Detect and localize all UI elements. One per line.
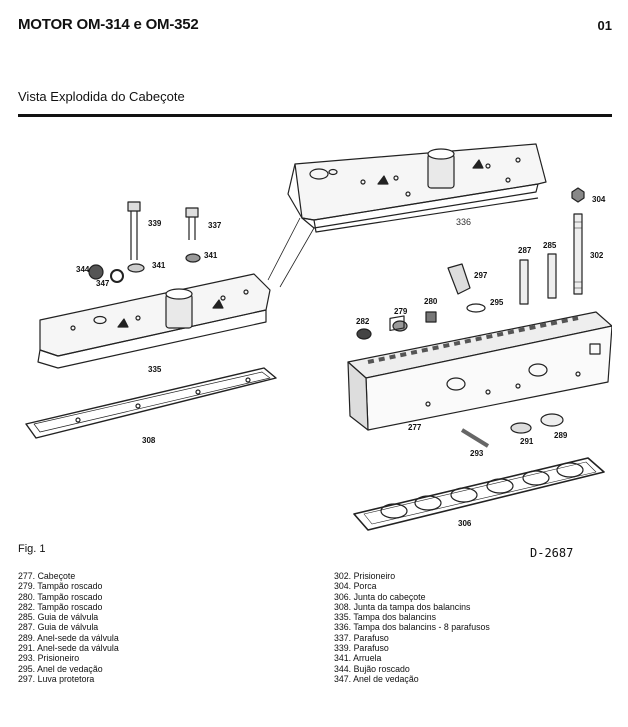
legend-item: 277. Cabeçote	[18, 571, 76, 581]
legend-item: 344. Bujão roscado	[334, 663, 410, 674]
callout-337: 337	[208, 221, 222, 230]
callout-287: 287	[518, 246, 532, 255]
callout-339: 339	[148, 219, 162, 228]
callout-306: 306	[458, 519, 472, 528]
legend-item: 339. Parafuso	[334, 643, 389, 654]
legend-item: 306. Junta do cabeçote	[334, 591, 426, 602]
head-gasket-306-drawing	[353, 457, 605, 531]
legend-item: 282. Tampão roscado	[18, 601, 103, 612]
callout-277: 277	[408, 423, 422, 432]
legend-item: 308. Junta da tampa dos balancins	[334, 601, 471, 612]
page-number: 01	[597, 18, 612, 33]
legend-item: 289. Anel-sede da válvula	[18, 632, 119, 643]
legend-item: 293. Prisioneiro	[18, 653, 80, 664]
callout-341: 341	[152, 261, 166, 270]
bolt-339-drawing	[127, 201, 145, 273]
stud-302-drawing	[571, 187, 585, 295]
callout-295: 295	[490, 298, 504, 307]
bolt-337-drawing	[185, 207, 201, 263]
legend-item: 304. Porca	[334, 581, 377, 592]
section-subtitle: Vista Explodida do Cabeçote	[18, 89, 185, 104]
legend-item: 295. Anel de vedação	[18, 663, 103, 674]
legend-item: 291. Anel-sede da válvula	[18, 643, 119, 654]
legend-item: 341. Arruela	[334, 653, 382, 664]
legend-item: 347. Anel de vedação	[334, 673, 419, 684]
callout-280: 280	[424, 297, 438, 306]
legend-item: 297. Luva protetora	[18, 673, 95, 684]
callout-336: 336	[456, 217, 471, 227]
callout-341: 341	[204, 251, 218, 260]
callout-282: 282	[356, 317, 370, 326]
callout-289: 289	[554, 431, 568, 440]
rocker-cover-336-drawing	[287, 143, 547, 233]
callout-335: 335	[148, 365, 162, 374]
callout-293: 293	[470, 449, 484, 458]
legend-item: 336. Tampa dos balancins - 8 parafusos	[334, 622, 490, 633]
rocker-cover-335-drawing	[37, 273, 271, 369]
exploded-view-drawing: 277 279 280 282 285 287 289 291 293 295 …	[25, 143, 612, 531]
legend-item: 285. Guia de válvula	[18, 612, 99, 623]
legend-item: 287. Guia de válvula	[18, 622, 99, 633]
legend-item: 335. Tampa dos balancins	[334, 612, 437, 623]
legend-item: 302. Prisioneiro	[334, 571, 396, 581]
drawing-code: D-2687	[530, 546, 574, 560]
callout-347: 347	[96, 279, 110, 288]
gasket-308-drawing	[25, 367, 277, 439]
callout-285: 285	[543, 241, 557, 250]
callout-302: 302	[590, 251, 604, 260]
callout-308: 308	[142, 436, 156, 445]
legend-item: 280. Tampão roscado	[18, 591, 103, 602]
parts-legend-left: 277. Cabeçote 279. Tampão roscado 280. T…	[18, 571, 119, 684]
callout-344: 344	[76, 265, 90, 274]
header-rule	[18, 114, 612, 117]
cylinder-head-277-drawing	[347, 311, 612, 431]
callout-279: 279	[394, 307, 408, 316]
figure-label: Fig. 1	[18, 543, 46, 555]
legend-item: 279. Tampão roscado	[18, 581, 103, 592]
parts-legend-right: 302. Prisioneiro 304. Porca 306. Junta d…	[334, 571, 490, 684]
callout-297: 297	[474, 271, 488, 280]
document-title: MOTOR OM-314 e OM-352	[18, 16, 199, 33]
callout-304: 304	[592, 195, 606, 204]
callout-291: 291	[520, 437, 534, 446]
legend-item: 337. Parafuso	[334, 632, 389, 643]
